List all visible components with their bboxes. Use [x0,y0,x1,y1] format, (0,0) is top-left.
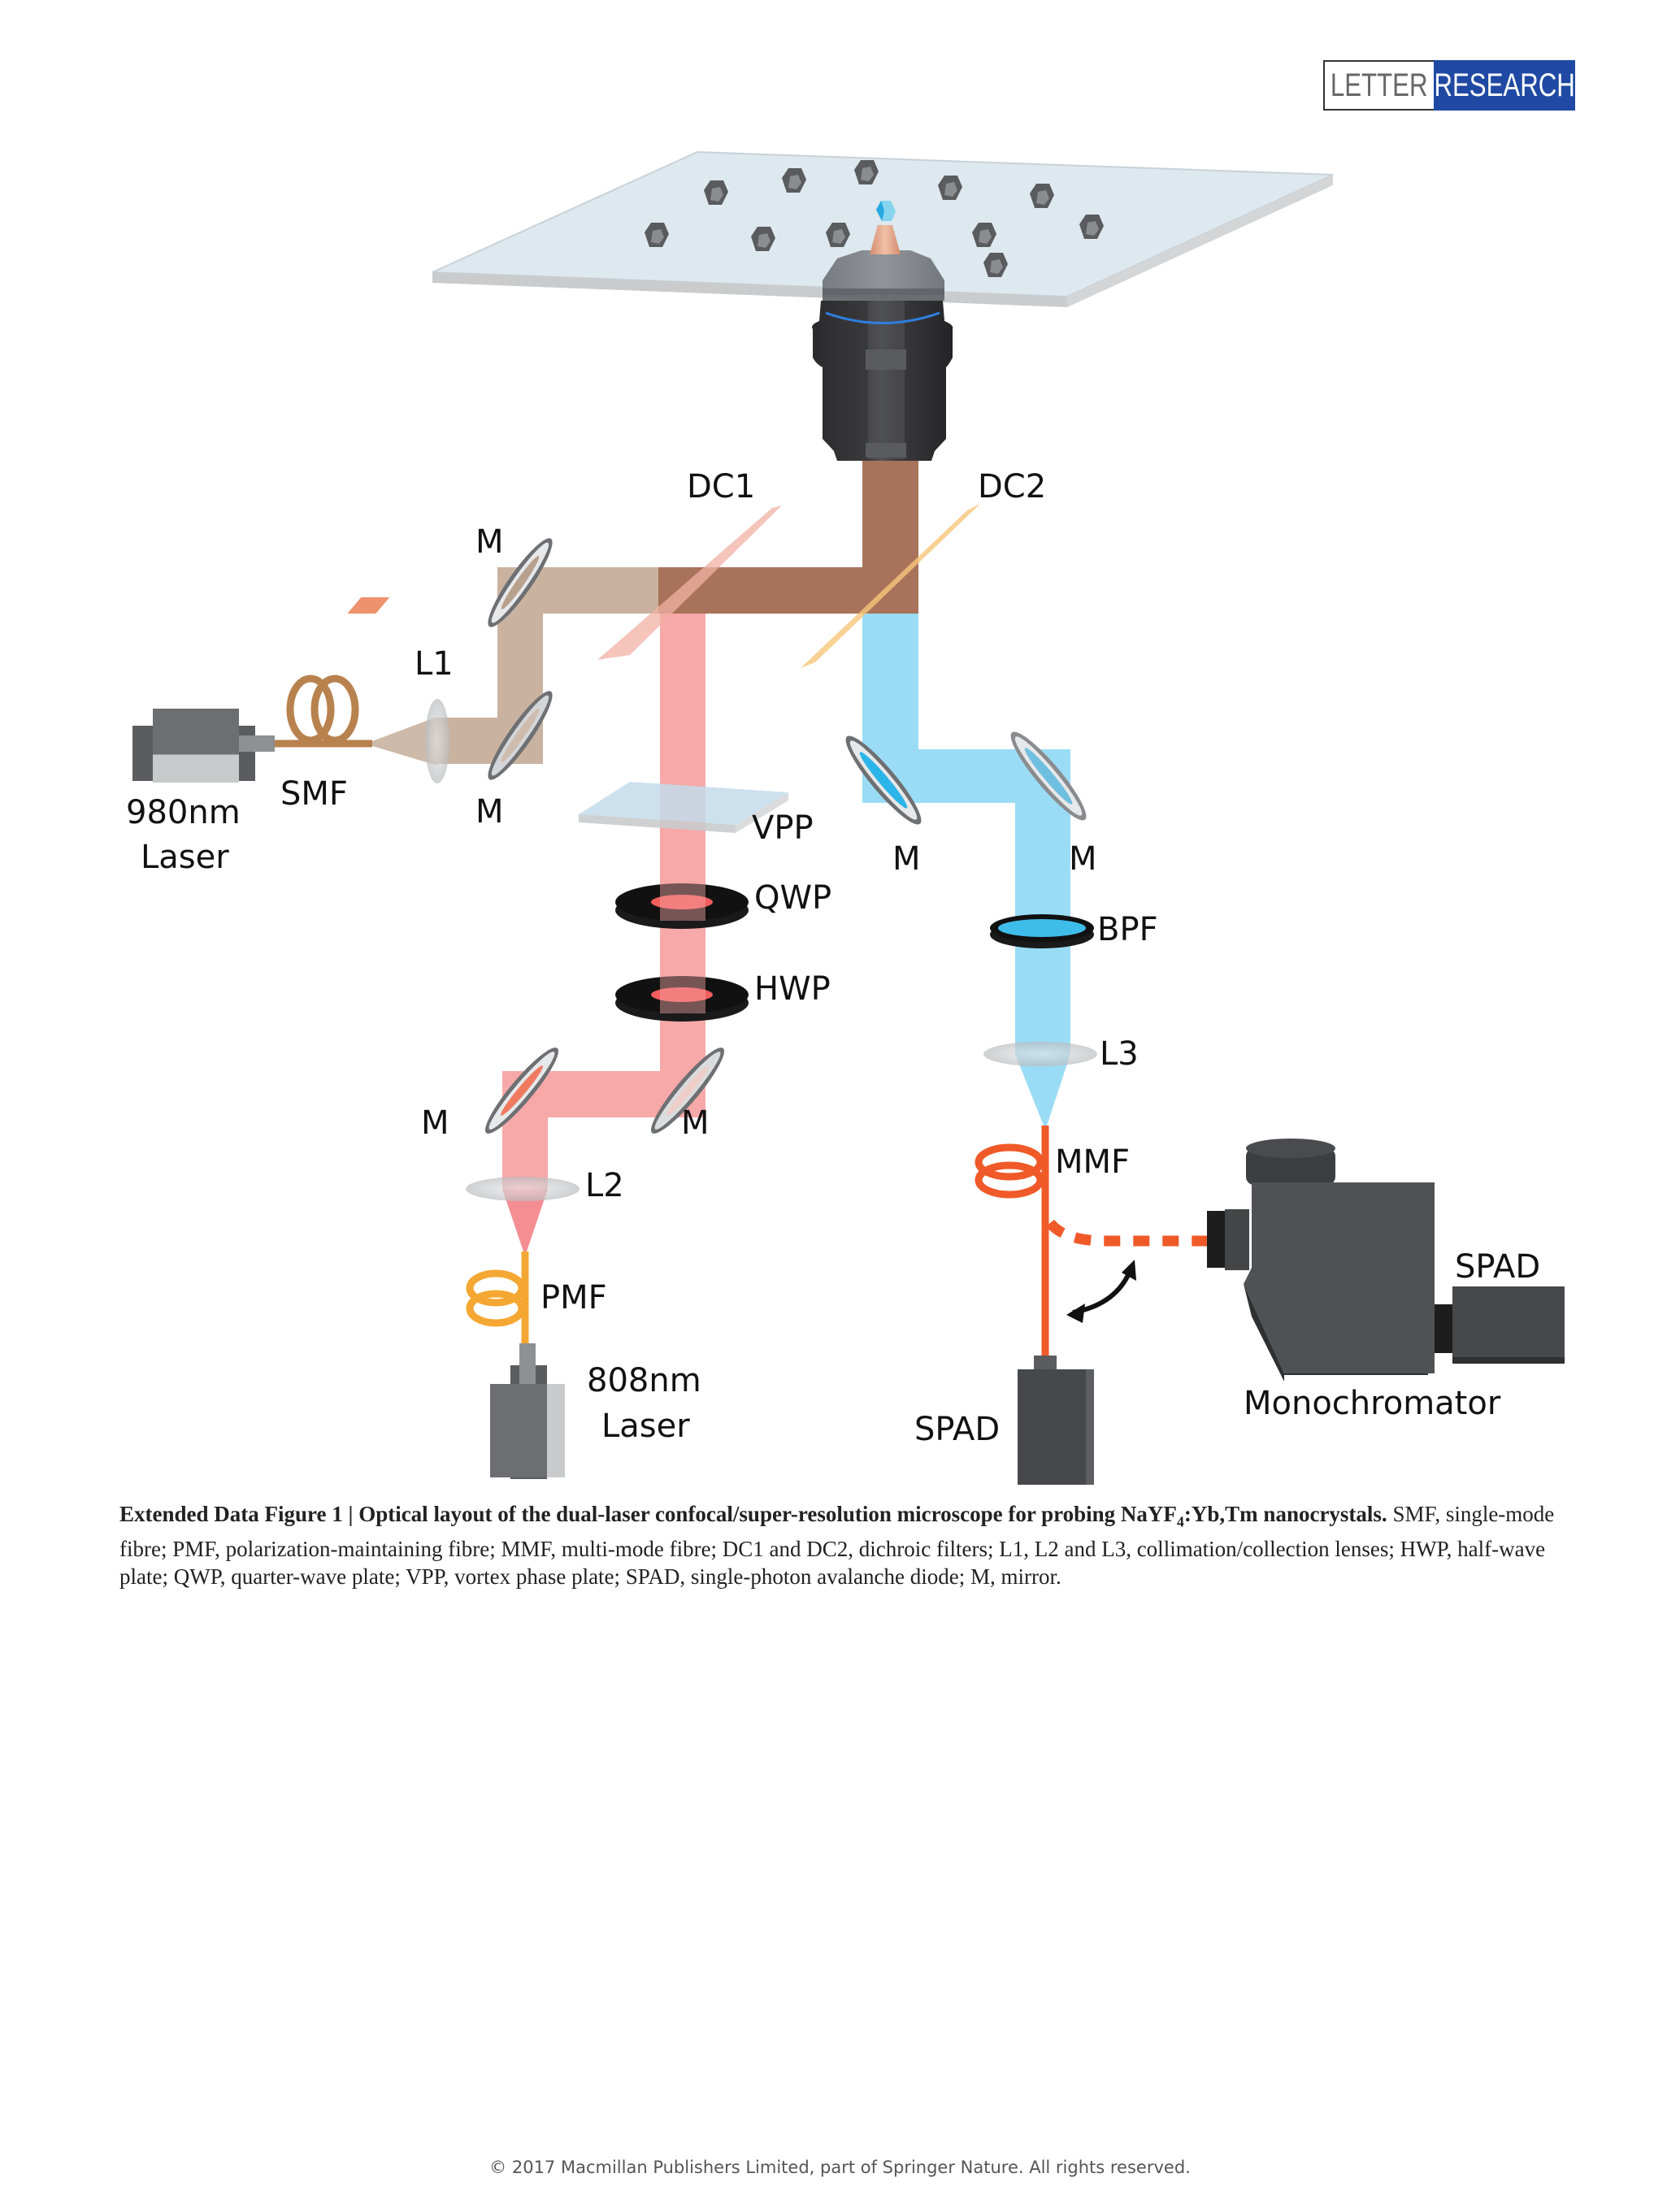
label-laser980-wavelength: 980nm [126,794,241,831]
target-nanocrystal [876,201,896,221]
dichroic-dc2 [801,504,980,668]
label-mirror-blue-left: M [892,840,921,878]
label-spad-monochromator: SPAD [1455,1248,1540,1286]
spad-detector-monochromator [1452,1286,1565,1364]
lens-l2 [466,1177,580,1201]
laser-980nm [132,709,275,783]
beam-980 [372,567,666,766]
label-monochromator: Monochromator [1244,1385,1501,1422]
label-dc2: DC2 [978,468,1046,505]
badge-research: RESEARCH [1434,60,1575,111]
label-l3: L3 [1100,1035,1139,1073]
bandpass-filter [990,914,1094,948]
mirror-emission-right [1010,731,1087,821]
lens-l3 [983,1042,1097,1066]
label-laser808-name: Laser [601,1408,690,1445]
badge-letter: LETTER [1323,60,1434,111]
label-mirror-red-left: M [421,1104,449,1142]
mirror-980-bottom [488,691,553,780]
label-mirror-bottom-left: M [475,793,504,831]
label-smf: SMF [280,775,348,813]
caption-title-tail: :Yb,Tm nanocrystals. [1183,1502,1387,1526]
label-mirror-top-left: M [475,523,504,561]
label-laser808-wavelength: 808nm [587,1362,701,1399]
figure-caption: Extended Data Figure 1 | Optical layout … [119,1500,1566,1590]
mirror-980-top [488,538,553,627]
dc2-overlap [347,597,390,614]
label-laser980-name: Laser [141,839,229,876]
mirror-emission-left [845,735,922,825]
mirror-808-right [650,1048,725,1134]
mmf-dashed-path [1045,1219,1213,1247]
spad-detector-fiber [1018,1356,1094,1485]
laser-808nm [490,1343,565,1479]
label-mirror-blue-right: M [1069,840,1097,878]
section-badge: LETTER RESEARCH [1323,60,1575,111]
caption-title-text: Extended Data Figure 1 | Optical layout … [119,1502,1177,1526]
quarter-wave-plate [615,883,749,929]
label-hwp: HWP [754,970,831,1008]
label-l2: L2 [585,1167,624,1204]
mmf-fiber [975,1126,1049,1357]
dichroic-dc1 [597,505,782,660]
label-pmf: PMF [540,1279,607,1317]
label-mirror-red-right: M [681,1104,710,1142]
caption-subscript: 4 [1176,1513,1184,1530]
label-qwp: QWP [754,879,831,917]
mirror-808-left [484,1048,559,1134]
excitation-focus-cone [870,225,901,254]
objective-lens [812,250,953,461]
pmf-fiber [466,1251,529,1345]
half-wave-plate [615,976,749,1022]
vortex-phase-plate [579,782,788,833]
caption-title: Extended Data Figure 1 | Optical layout … [119,1502,1387,1530]
label-spad-fiber: SPAD [914,1411,1000,1448]
optical-layout-diagram: DC1 DC2 M L1 SMF 980nm Laser M VPP QWP H… [126,150,1565,1485]
smf-fiber [275,675,372,748]
objective-ring [825,311,940,324]
label-vpp: VPP [752,809,814,847]
copyright-footer: © 2017 Macmillan Publishers Limited, par… [489,2158,1191,2177]
label-l1: L1 [415,645,454,683]
monochromator [1207,1139,1452,1382]
badge-letter-text: LETTER [1331,67,1428,103]
caption-body: SMF, single-mode fibre; PMF, polarizatio… [119,1502,1555,1590]
badge-research-text: RESEARCH [1434,67,1575,103]
label-mmf: MMF [1055,1143,1130,1181]
lens-l1 [425,699,449,783]
switch-arrow-icon [1066,1260,1136,1323]
label-dc1: DC1 [687,468,755,505]
label-bpf: BPF [1097,911,1158,948]
beam-combined-vertical [862,461,918,614]
